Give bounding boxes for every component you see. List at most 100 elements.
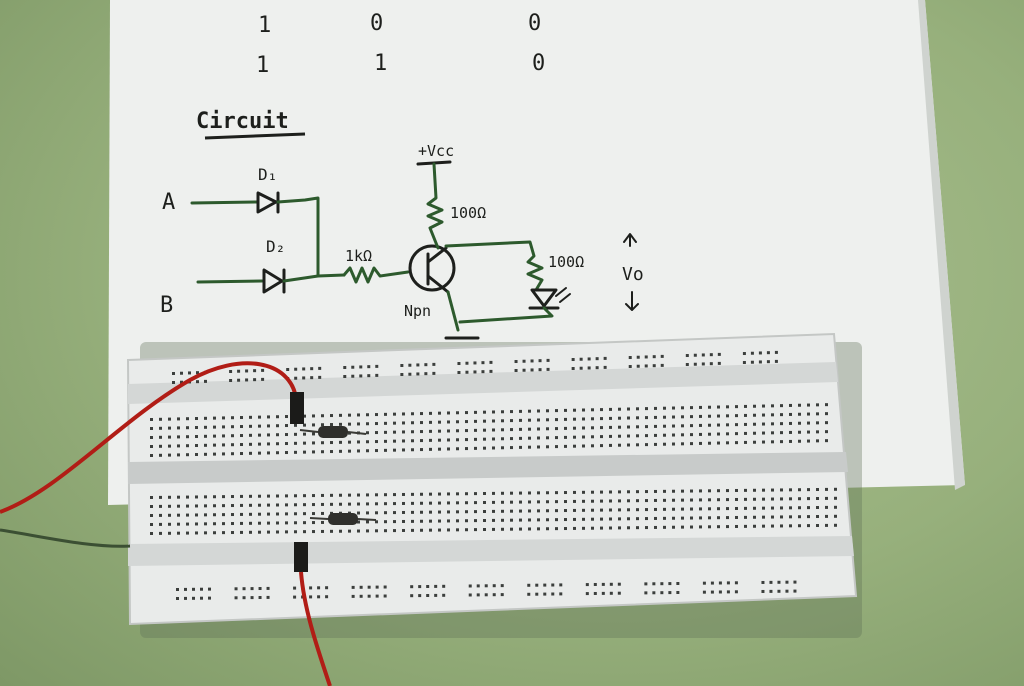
terminal-hole: [384, 412, 387, 416]
terminal-hole: [186, 435, 189, 439]
terminal-hole: [276, 451, 279, 455]
terminal-hole: [825, 439, 828, 443]
rail-hole: [200, 587, 203, 591]
rail-hole: [676, 590, 680, 594]
terminal-hole: [501, 500, 504, 504]
terminal-hole: [168, 513, 171, 517]
terminal-hole: [708, 525, 711, 529]
input-a-label: A: [162, 190, 175, 215]
terminal-hole: [240, 416, 243, 420]
terminal-hole: [447, 519, 450, 523]
terminal-hole: [249, 442, 252, 446]
terminal-hole: [627, 407, 630, 411]
terminal-hole: [447, 510, 450, 514]
terminal-hole: [420, 510, 423, 514]
terminal-hole: [672, 525, 675, 529]
rail-hole: [668, 582, 672, 586]
terminal-hole: [780, 488, 783, 492]
terminal-hole: [753, 422, 756, 426]
terminal-hole: [294, 521, 297, 525]
rail-hole: [383, 594, 387, 598]
rail-hole: [702, 581, 706, 585]
terminal-hole: [402, 439, 405, 443]
terminal-hole: [690, 507, 693, 511]
terminal-hole: [357, 413, 360, 417]
terminal-hole: [618, 407, 621, 411]
terminal-hole: [474, 501, 477, 505]
terminal-hole: [438, 438, 441, 442]
terminal-hole: [150, 505, 153, 508]
rail-hole: [432, 362, 436, 366]
terminal-hole: [663, 433, 666, 437]
terminal-hole: [150, 496, 153, 499]
rail-hole: [489, 369, 493, 373]
rail-hole: [286, 368, 290, 372]
npn-transistor: [408, 244, 456, 292]
terminal-hole: [150, 532, 153, 535]
terminal-hole: [258, 512, 261, 516]
terminal-hole: [474, 492, 477, 496]
terminal-hole: [582, 408, 585, 412]
terminal-hole: [636, 526, 639, 530]
terminal-hole: [474, 410, 477, 414]
terminal-hole: [204, 504, 207, 508]
rail-hole: [758, 351, 762, 355]
rail-hole: [250, 596, 254, 600]
terminal-hole: [483, 446, 486, 450]
terminal-hole: [609, 517, 612, 521]
terminal-hole: [555, 436, 558, 440]
terminal-hole: [708, 405, 711, 409]
collector-resistor: [426, 162, 444, 250]
terminal-hole: [366, 449, 369, 453]
terminal-hole: [321, 423, 324, 427]
terminal-hole: [384, 421, 387, 425]
terminal-hole: [339, 413, 342, 417]
terminal-hole: [312, 414, 315, 418]
terminal-hole: [699, 525, 702, 529]
terminal-hole: [654, 498, 657, 502]
rail-hole: [351, 374, 355, 378]
terminal-hole: [681, 406, 684, 410]
terminal-hole: [402, 421, 405, 425]
terminal-hole: [231, 522, 234, 526]
terminal-hole: [420, 528, 423, 532]
terminal-hole: [537, 409, 540, 413]
terminal-hole: [447, 492, 450, 496]
terminal-hole: [384, 430, 387, 434]
terminal-hole: [231, 452, 234, 456]
terminal-hole: [501, 527, 504, 531]
terminal-hole: [438, 429, 441, 433]
terminal-hole: [717, 507, 720, 511]
terminal-hole: [258, 433, 261, 437]
terminal-hole: [834, 487, 837, 491]
terminal-hole: [636, 416, 639, 420]
terminal-hole: [798, 488, 801, 492]
red-wire-top: [0, 361, 298, 514]
terminal-hole: [708, 498, 711, 502]
terminal-hole: [717, 489, 720, 493]
terminal-hole: [483, 510, 486, 514]
terminal-hole: [546, 418, 549, 422]
terminal-hole: [420, 439, 423, 443]
terminal-hole: [537, 418, 540, 422]
rail-hole: [192, 587, 195, 591]
terminal-hole: [825, 496, 828, 500]
rail-hole: [426, 593, 430, 597]
terminal-hole: [285, 503, 288, 507]
terminal-hole: [771, 506, 774, 510]
terminal-hole: [780, 431, 783, 435]
terminal-hole: [546, 436, 549, 440]
terminal-hole: [600, 426, 603, 430]
terminal-hole: [717, 432, 720, 436]
rail-hole: [726, 581, 730, 585]
rail-hole: [527, 583, 531, 587]
rail-hole: [644, 364, 648, 368]
terminal-hole: [438, 501, 441, 505]
rail-hole: [559, 592, 563, 596]
rail-hole: [317, 586, 321, 590]
rail-divider-top: [128, 362, 838, 404]
terminal-hole: [465, 420, 468, 424]
terminal-hole: [582, 526, 585, 530]
rail-hole: [318, 375, 322, 379]
terminal-hole: [771, 431, 774, 435]
